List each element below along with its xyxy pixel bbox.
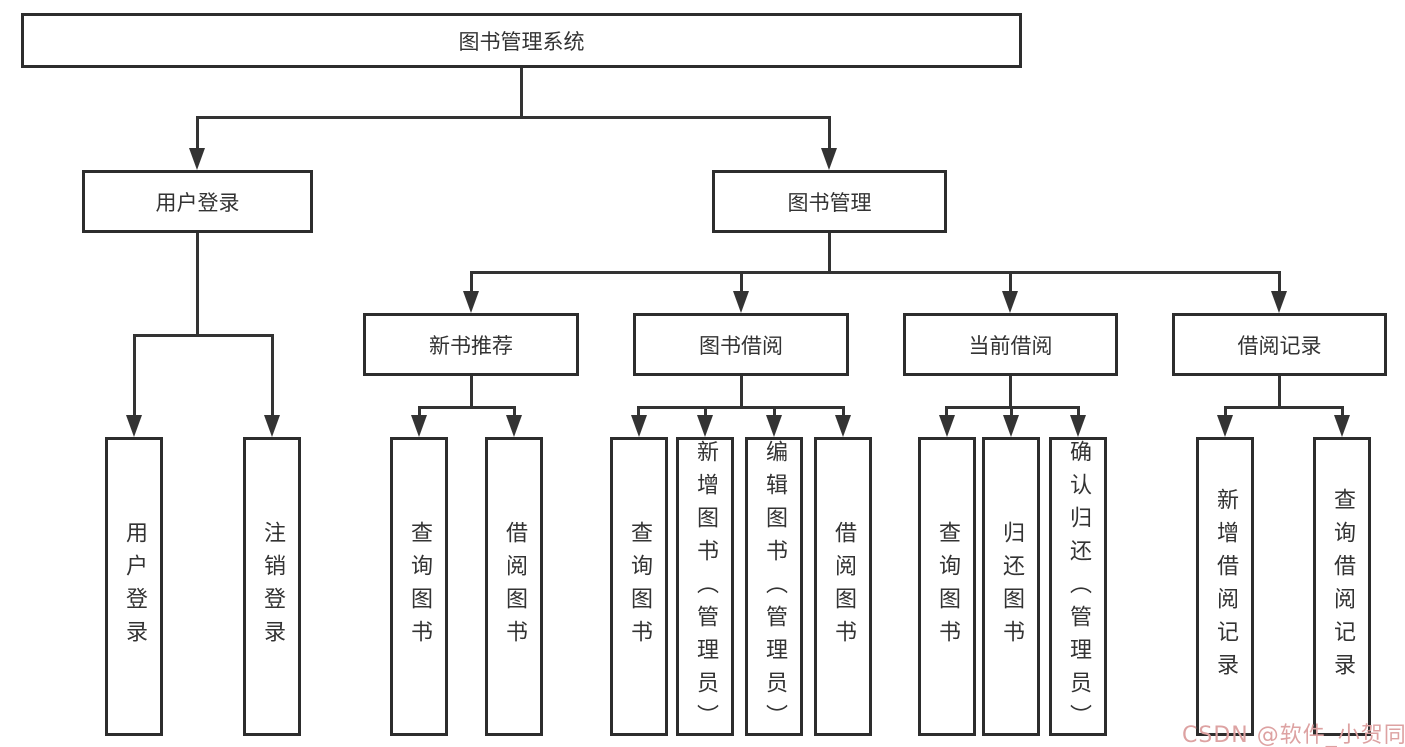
leaf-confirm-return-admin: 确认归还（管理员）	[1049, 437, 1107, 737]
connector-line	[740, 271, 743, 293]
connector-line	[1341, 406, 1344, 417]
leaf-label: 确认归还（管理员）	[1066, 440, 1091, 737]
leaf-query-books: 查询图书	[610, 437, 668, 736]
connector-line	[1077, 406, 1080, 417]
arrow-down-icon	[821, 148, 837, 170]
node-label: 新书推荐	[429, 333, 513, 358]
leaf-label: 查询借阅记录	[1330, 487, 1355, 686]
leaf-label: 借阅图书	[502, 520, 527, 653]
connector-line	[470, 271, 1281, 274]
node-label: 图书借阅	[699, 333, 783, 358]
connector-line	[418, 406, 421, 417]
arrow-down-icon	[189, 148, 205, 170]
node-label: 借阅记录	[1237, 333, 1322, 358]
leaf-add-book-admin: 新增图书（管理员）	[676, 437, 734, 737]
arrow-down-icon	[766, 415, 782, 437]
connector-line	[513, 406, 516, 417]
connector-line	[828, 233, 831, 274]
connector-line	[637, 406, 845, 409]
connector-line	[1009, 271, 1012, 293]
csdn-watermark: CSDN @软件_小贺同学	[1182, 723, 1405, 747]
connector-line	[842, 406, 845, 417]
arrow-down-icon	[1334, 415, 1350, 437]
node-user-login: 用户登录	[82, 170, 313, 233]
arrow-down-icon	[1217, 415, 1233, 437]
leaf-label: 新增借阅记录	[1213, 487, 1238, 686]
connector-line	[196, 233, 199, 337]
leaf-query-books: 查询图书	[390, 437, 448, 736]
arrow-down-icon	[126, 415, 142, 437]
node-new-book-recommend: 新书推荐	[363, 313, 579, 376]
connector-line	[1278, 376, 1281, 409]
connector-line	[1010, 406, 1013, 417]
leaf-label: 查询图书	[935, 520, 960, 653]
connector-line	[637, 406, 640, 417]
connector-line	[470, 271, 473, 293]
connector-line	[470, 376, 473, 409]
connector-line	[945, 406, 948, 417]
node-borrow-records: 借阅记录	[1172, 313, 1387, 376]
leaf-add-borrow-record: 新增借阅记录	[1196, 437, 1254, 736]
arrow-down-icon	[411, 415, 427, 437]
connector-line	[1224, 406, 1344, 409]
arrow-down-icon	[1070, 415, 1086, 437]
arrow-down-icon	[264, 415, 280, 437]
connector-line	[1224, 406, 1227, 417]
connector-line	[133, 334, 136, 417]
node-current-borrow: 当前借阅	[903, 313, 1118, 376]
connector-line	[740, 376, 743, 409]
connector-line	[196, 116, 831, 119]
leaf-label: 用户登录	[122, 520, 147, 653]
leaf-label: 查询图书	[627, 520, 652, 653]
arrow-down-icon	[939, 415, 955, 437]
arrow-down-icon	[1003, 415, 1019, 437]
node-label: 当前借阅	[968, 333, 1053, 358]
node-label: 用户登录	[155, 190, 240, 215]
arrow-down-icon	[463, 291, 479, 313]
arrow-down-icon	[697, 415, 713, 437]
arrow-down-icon	[835, 415, 851, 437]
connector-line	[1278, 271, 1281, 293]
connector-line	[1009, 376, 1012, 409]
leaf-label: 借阅图书	[831, 520, 856, 653]
leaf-label: 注销登录	[260, 520, 285, 653]
node-book-borrow: 图书借阅	[633, 313, 849, 376]
leaf-label: 归还图书	[999, 520, 1024, 653]
leaf-borrow-book: 借阅图书	[814, 437, 872, 736]
connector-line	[418, 406, 516, 409]
arrow-down-icon	[506, 415, 522, 437]
leaf-label: 编辑图书（管理员）	[762, 440, 787, 737]
connector-line	[520, 68, 523, 119]
leaf-user-login: 用户登录	[105, 437, 163, 736]
node-label: 图书管理系统	[458, 29, 585, 54]
leaf-label: 查询图书	[407, 520, 432, 653]
leaf-return-book: 归还图书	[982, 437, 1040, 736]
leaf-query-books: 查询图书	[918, 437, 976, 736]
connector-line	[773, 406, 776, 417]
connector-line	[704, 406, 707, 417]
arrow-down-icon	[1002, 291, 1018, 313]
arrow-down-icon	[1271, 291, 1287, 313]
connector-line	[133, 334, 274, 337]
leaf-label: 新增图书（管理员）	[693, 440, 718, 737]
connector-line	[196, 116, 199, 150]
leaf-logout: 注销登录	[243, 437, 301, 736]
node-library-system: 图书管理系统	[21, 13, 1022, 68]
leaf-query-borrow-record: 查询借阅记录	[1313, 437, 1371, 736]
connector-line	[828, 116, 831, 150]
arrow-down-icon	[733, 291, 749, 313]
connector-line	[271, 334, 274, 417]
leaf-edit-book-admin: 编辑图书（管理员）	[745, 437, 803, 737]
arrow-down-icon	[631, 415, 647, 437]
node-book-management: 图书管理	[712, 170, 947, 233]
leaf-borrow-book: 借阅图书	[485, 437, 543, 736]
node-label: 图书管理	[787, 190, 872, 215]
